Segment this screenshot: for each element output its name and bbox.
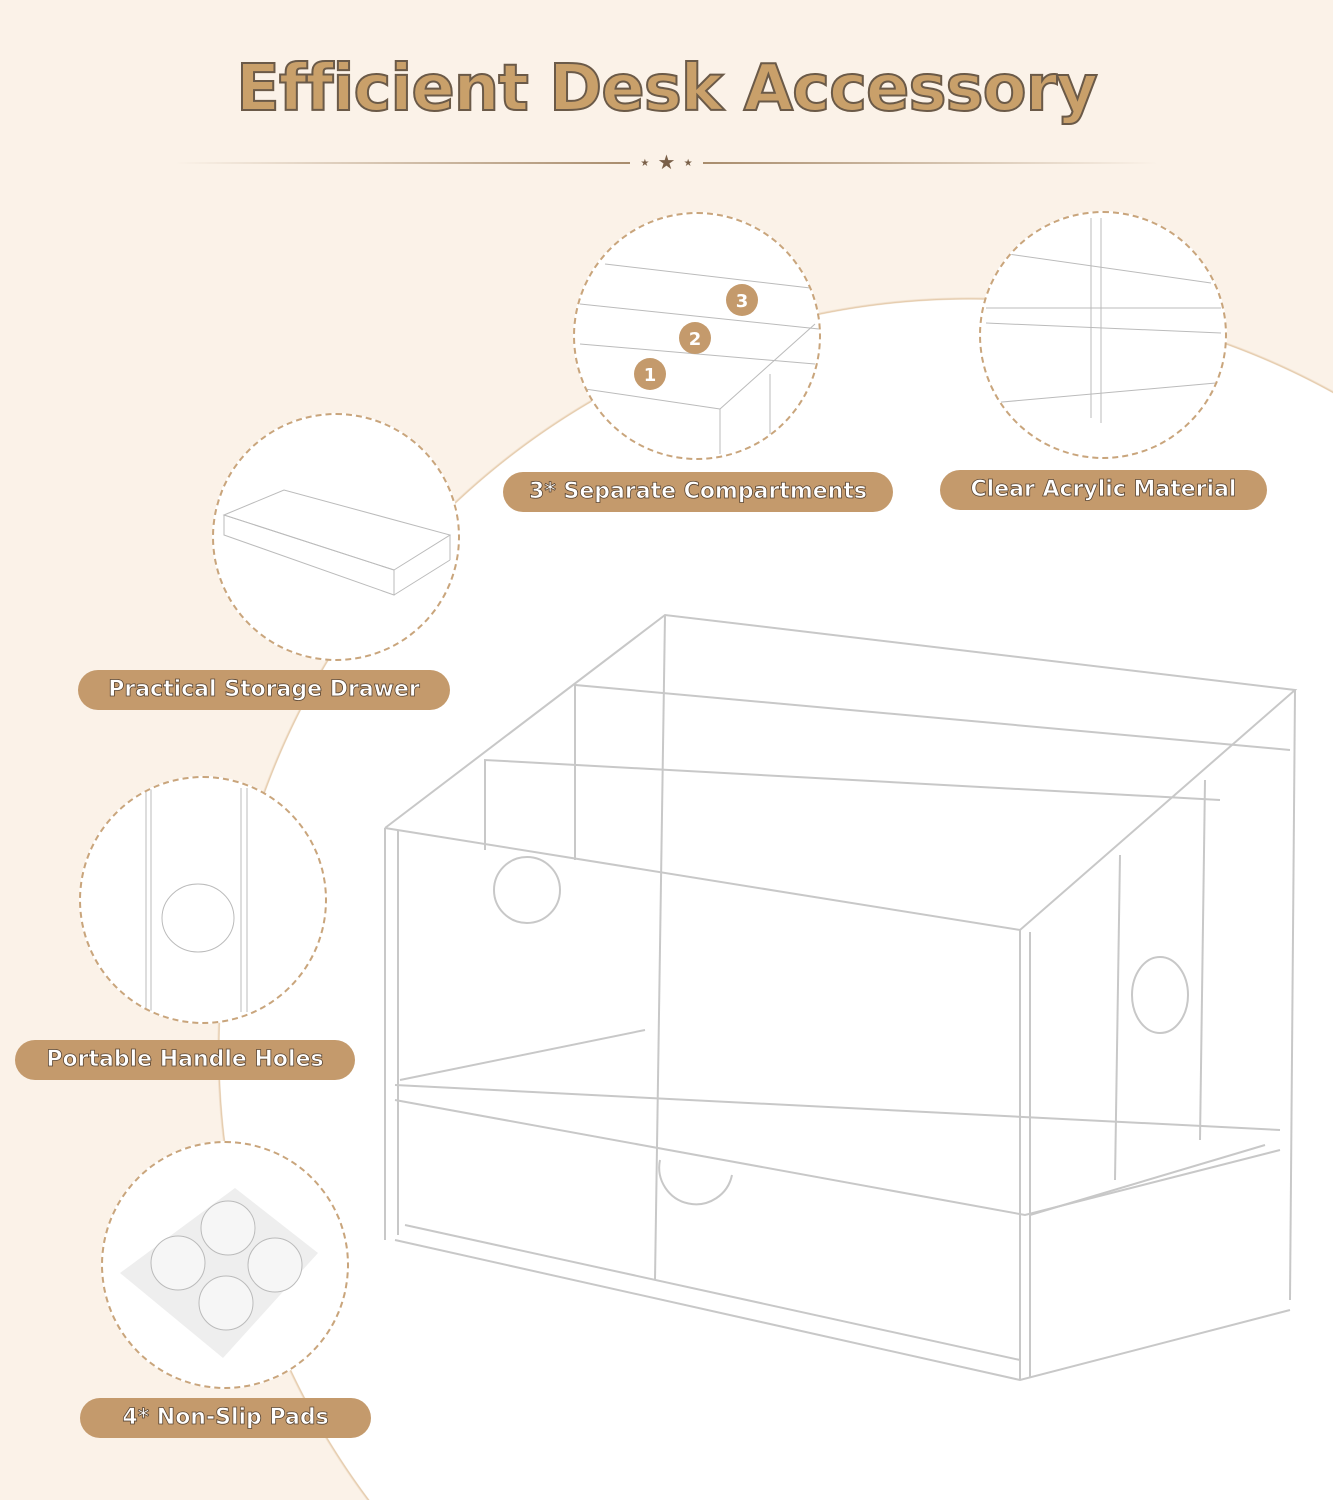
divider-left xyxy=(175,162,630,164)
label-drawer: Practical Storage Drawer xyxy=(78,670,450,710)
divider-right xyxy=(703,162,1158,164)
compartments-detail-image: 1 2 3 xyxy=(573,212,821,460)
label-handle-holes: Portable Handle Holes xyxy=(15,1040,355,1080)
number-badge-2: 2 xyxy=(689,329,702,350)
drawer-detail-image xyxy=(212,413,460,661)
number-badge-3: 3 xyxy=(736,291,749,312)
star-icon: ⋆ ★ ⋆ xyxy=(638,150,695,174)
pads-detail-image xyxy=(101,1141,349,1389)
handle-detail-image xyxy=(79,776,327,1024)
number-badge-1: 1 xyxy=(644,365,657,386)
label-compartments: 3* Separate Compartments xyxy=(503,472,893,512)
label-acrylic: Clear Acrylic Material xyxy=(940,470,1267,510)
page-title: Efficient Desk Accessory xyxy=(235,51,1099,127)
acrylic-detail-image xyxy=(979,211,1227,459)
label-non-slip-pads: 4* Non-Slip Pads xyxy=(80,1398,371,1438)
